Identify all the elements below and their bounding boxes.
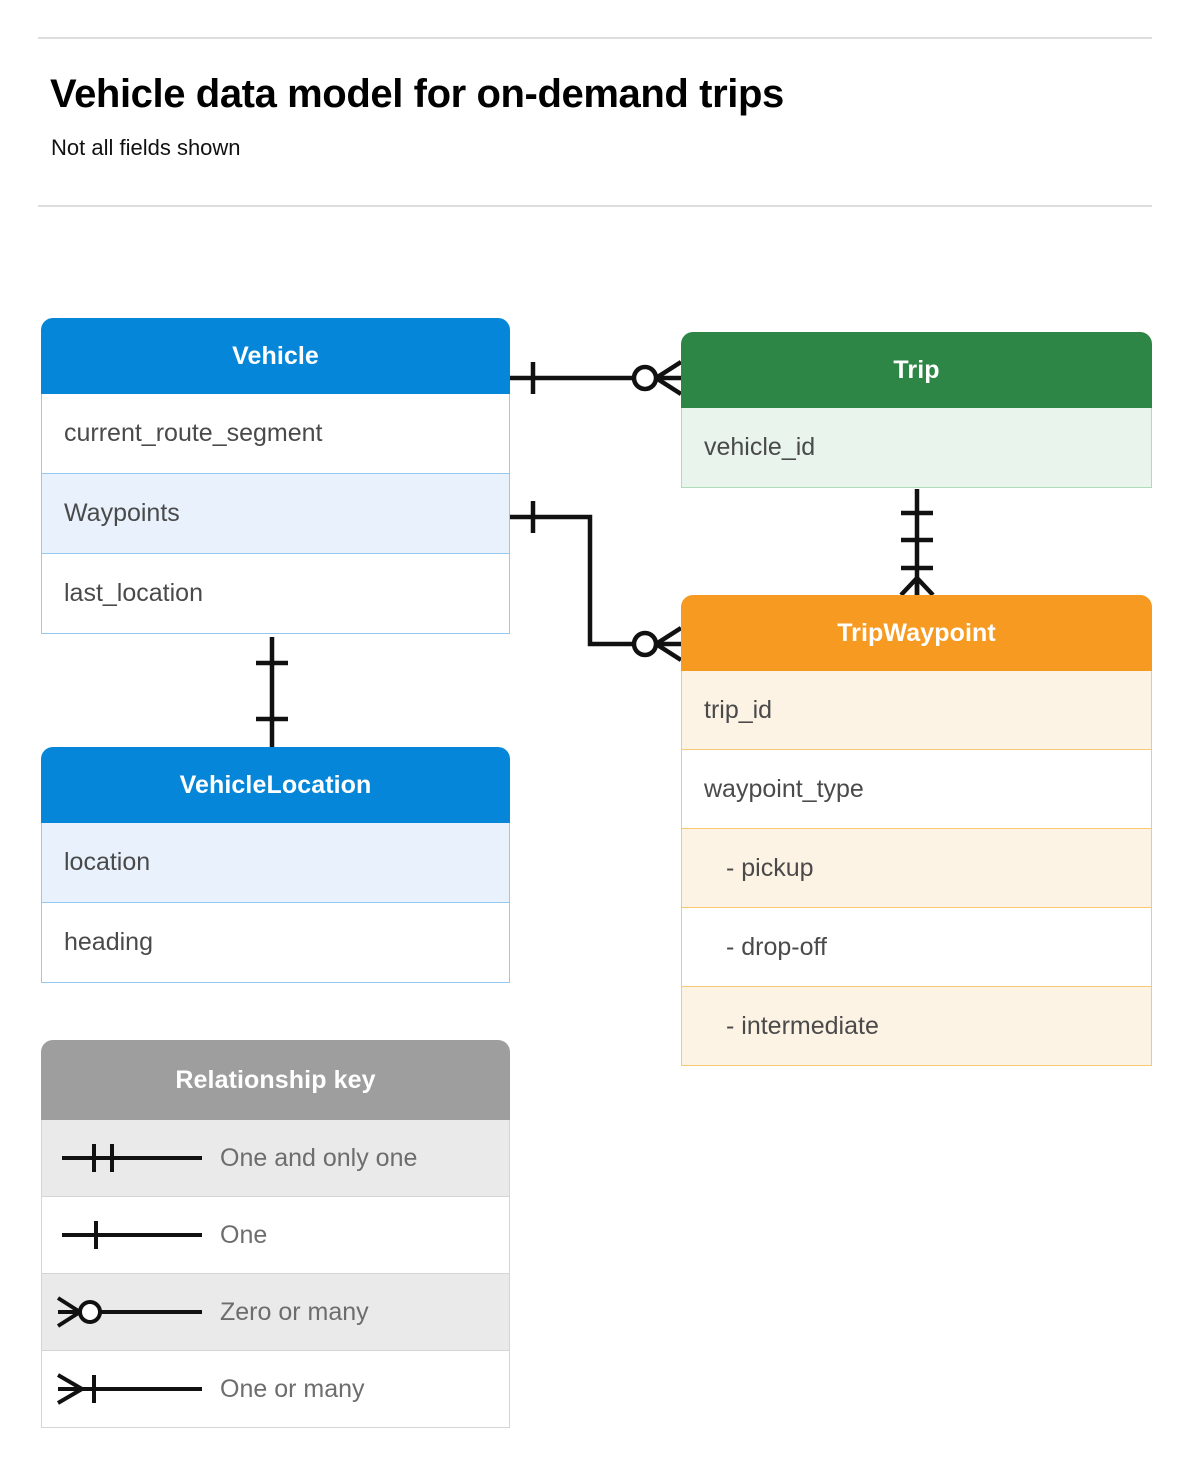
crowfoot-vehicle-trip-c xyxy=(654,376,683,396)
legend-label-one: One xyxy=(220,1220,268,1249)
legend-label-zero-or-many: Zero or many xyxy=(220,1297,369,1326)
relationship-key-legend: Relationship key One and only one xyxy=(41,1040,510,1428)
entity-trip-fields: vehicle_id xyxy=(681,408,1152,488)
field-waypoint-type[interactable]: waypoint_type xyxy=(681,750,1152,829)
legend-label-one-and-only-one: One and only one xyxy=(220,1143,418,1172)
legend-items: One and only one One xyxy=(41,1120,510,1428)
circle-zero-vehicle-trip xyxy=(631,364,659,392)
crowfoot-tripwaypoint-a xyxy=(899,576,919,597)
field-heading[interactable]: heading xyxy=(41,903,510,983)
field-location[interactable]: location xyxy=(41,823,510,903)
entity-tripwaypoint[interactable]: TripWaypoint trip_id waypoint_type - pic… xyxy=(681,595,1152,1066)
field-waypoint-type-intermediate[interactable]: - intermediate xyxy=(681,987,1152,1066)
divider-bottom xyxy=(38,205,1152,207)
crowfoot-waypoints-a xyxy=(654,626,683,646)
crowfoot-tripwaypoint-c xyxy=(915,576,935,597)
entity-trip-title: Trip xyxy=(681,332,1152,408)
legend-title: Relationship key xyxy=(41,1040,510,1120)
zero-or-many-icon xyxy=(42,1292,220,1332)
crowfoot-vehicle-trip-a xyxy=(654,360,683,380)
field-waypoint-type-pickup[interactable]: - pickup xyxy=(681,829,1152,908)
connector-waypoints-tripwaypoint-line xyxy=(510,514,635,647)
entity-tripwaypoint-fields: trip_id waypoint_type - pickup - drop-of… xyxy=(681,671,1152,1066)
entity-vehiclelocation-fields: location heading xyxy=(41,823,510,983)
one-and-only-one-icon xyxy=(42,1138,220,1178)
field-last-location[interactable]: last_location xyxy=(41,554,510,634)
field-waypoints[interactable]: Waypoints xyxy=(41,474,510,554)
entity-vehiclelocation-title: VehicleLocation xyxy=(41,747,510,823)
legend-item-zero-or-many: Zero or many xyxy=(41,1274,510,1351)
legend-item-one: One xyxy=(41,1197,510,1274)
legend-item-one-and-only-one: One and only one xyxy=(41,1120,510,1197)
legend-item-one-or-many: One or many xyxy=(41,1351,510,1428)
one-icon xyxy=(42,1215,220,1255)
circle-zero-waypoints-tripwaypoint xyxy=(631,630,659,658)
entity-vehiclelocation[interactable]: VehicleLocation location heading xyxy=(41,747,510,983)
entity-tripwaypoint-title: TripWaypoint xyxy=(681,595,1152,671)
entity-vehicle-fields: current_route_segment Waypoints last_loc… xyxy=(41,394,510,634)
entity-vehicle[interactable]: Vehicle current_route_segment Waypoints … xyxy=(41,318,510,634)
one-or-many-icon xyxy=(42,1369,220,1409)
page-title: Vehicle data model for on-demand trips xyxy=(50,72,784,116)
entity-vehicle-title: Vehicle xyxy=(41,318,510,394)
field-current-route-segment[interactable]: current_route_segment xyxy=(41,394,510,474)
entity-trip[interactable]: Trip vehicle_id xyxy=(681,332,1152,488)
page-subtitle: Not all fields shown xyxy=(51,135,241,160)
field-waypoint-type-dropoff[interactable]: - drop-off xyxy=(681,908,1152,987)
legend-label-one-or-many: One or many xyxy=(220,1374,365,1403)
field-vehicle-id[interactable]: vehicle_id xyxy=(681,408,1152,488)
crowfoot-waypoints-c xyxy=(654,642,683,662)
divider-top xyxy=(38,37,1152,39)
field-trip-id[interactable]: trip_id xyxy=(681,671,1152,750)
